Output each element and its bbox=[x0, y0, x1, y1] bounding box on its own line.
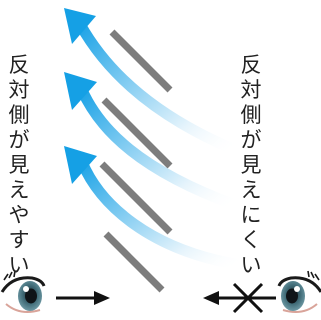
stripe-icon bbox=[101, 97, 173, 169]
cross-icon bbox=[232, 282, 264, 314]
stripe-group bbox=[99, 29, 173, 293]
stripe-icon bbox=[99, 161, 173, 235]
light-arrows bbox=[64, 8, 246, 271]
arrow-right-icon bbox=[56, 291, 110, 305]
label-hard-to-see: 反対側が見えにくい bbox=[240, 53, 262, 277]
curved-arrow-icon bbox=[64, 8, 241, 156]
eye-icon bbox=[0, 270, 46, 313]
stripe-icon bbox=[109, 29, 173, 93]
curved-arrow-icon bbox=[64, 146, 246, 271]
stripe-icon bbox=[103, 231, 165, 293]
label-easy-to-see: 反対側が見えやすい bbox=[8, 53, 30, 277]
arrow-left-icon bbox=[203, 291, 276, 305]
curved-arrow-icon bbox=[64, 72, 241, 211]
eye-icon bbox=[277, 270, 321, 313]
